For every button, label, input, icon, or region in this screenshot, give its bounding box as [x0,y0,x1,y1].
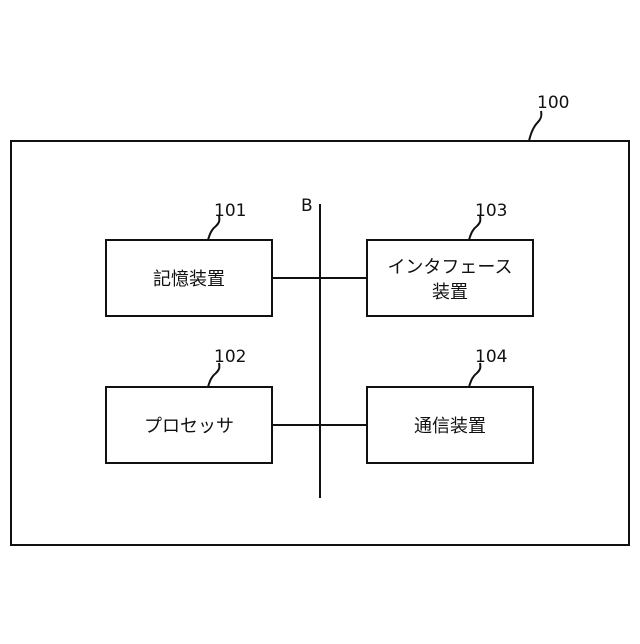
comm-ref-label: 104 [475,347,507,367]
interface-block [367,240,533,316]
system-ref-label: 100 [537,93,569,113]
interface-label-line1: インタフェース [387,257,512,278]
comm-label: 通信装置 [414,416,486,437]
storage-ref-label: 101 [214,201,246,221]
processor-ref-label: 102 [214,347,246,367]
bus-label: B [301,196,313,216]
interface-label-line2: 装置 [432,282,468,303]
system-ref-leader [529,111,541,141]
storage-label: 記憶装置 [153,269,225,290]
interface-ref-label: 103 [475,201,507,221]
processor-label: プロセッサ [144,416,234,437]
